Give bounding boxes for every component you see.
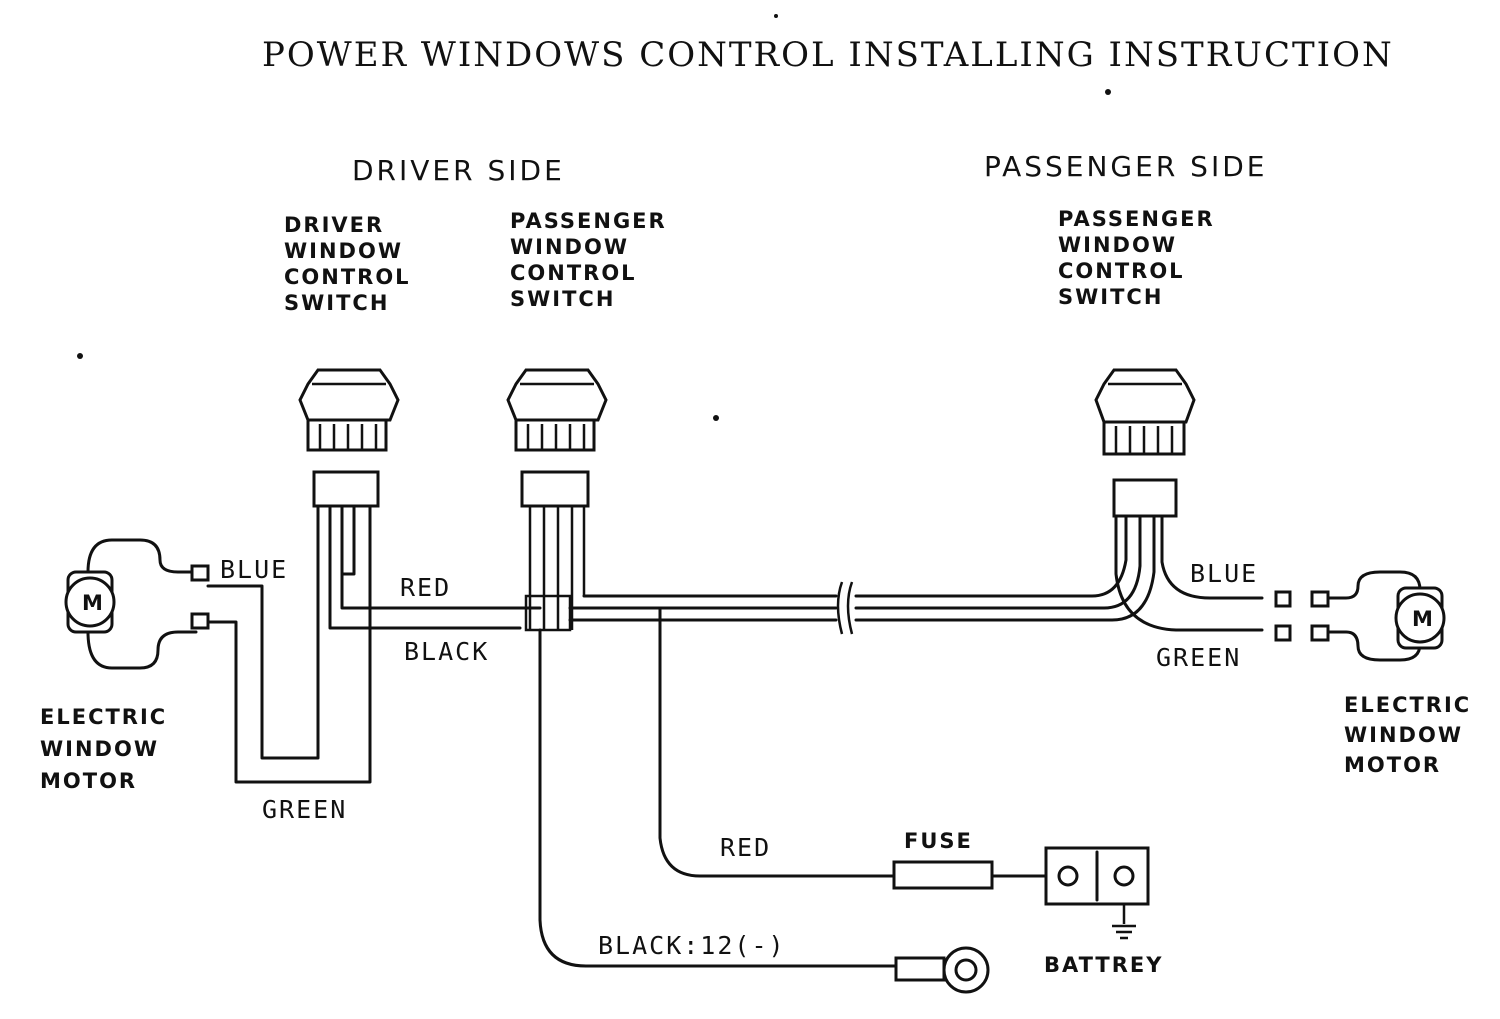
label-line: WINDOW (40, 737, 159, 761)
right-window-motor: M (1274, 570, 1446, 662)
motor-symbol: M (82, 591, 105, 615)
label-line: ELECTRIC (40, 705, 167, 729)
blue-wire-left (206, 504, 320, 760)
green-wire-left (206, 504, 372, 784)
label-line: WINDOW (1344, 723, 1463, 747)
passenger-window-switch-passenger-side (1094, 368, 1196, 456)
label-line: SWITCH (284, 291, 389, 315)
harness-plug (1274, 590, 1292, 608)
passenger-side-heading: PASSENGER SIDE (984, 150, 1267, 183)
label-line: ELECTRIC (1344, 693, 1471, 717)
label-line: CONTROL (284, 265, 411, 289)
battery-label: BATTREY (1044, 953, 1163, 977)
wire-label-green-right: GREEN (1156, 643, 1241, 672)
label-line: WINDOW (284, 239, 403, 263)
rocker-cap (1094, 368, 1196, 424)
passenger-window-switch-label-passenger-side: PASSENGER WINDOW CONTROL SWITCH (1058, 207, 1215, 309)
scan-speck (713, 415, 719, 421)
driver-harness-wire (340, 504, 356, 576)
harness-junction (524, 594, 572, 632)
label-line: PASSENGER (510, 209, 667, 233)
label-line: PASSENGER (1058, 207, 1215, 231)
cross-harness-wire (854, 514, 1142, 610)
label-line: WINDOW (510, 235, 629, 259)
motor-circle (64, 576, 116, 628)
driver-harness-wire (340, 504, 542, 610)
rocker-cap (298, 368, 400, 422)
ring-terminal-crimp (894, 956, 946, 982)
wire-label-black-main: BLACK (404, 637, 489, 666)
driver-harness-wire (328, 504, 522, 630)
blue-wire-right (1160, 514, 1264, 600)
label-line: WINDOW (1058, 233, 1177, 257)
label-line: MOTOR (1344, 753, 1441, 777)
motor-terminal (190, 564, 210, 582)
motor-terminal (1310, 590, 1330, 608)
wire-label-red-fuse: RED (720, 833, 771, 862)
label-line: DRIVER (284, 213, 384, 237)
driver-window-switch (298, 368, 400, 452)
label-line: CONTROL (1058, 259, 1185, 283)
scan-speck (774, 14, 778, 18)
battery-negative-terminal (1113, 865, 1135, 887)
driver-switch-connector (312, 470, 380, 508)
left-motor-label: ELECTRIC WINDOW MOTOR (40, 705, 167, 793)
motor-circle (1394, 592, 1446, 644)
rocker-cap (506, 368, 608, 422)
wire-label-black-ground: BLACK:12(-) (598, 931, 786, 960)
label-line: CONTROL (510, 261, 637, 285)
switch-terminals (1114, 426, 1174, 454)
passenger-window-switch-label-driver-side: PASSENGER WINDOW CONTROL SWITCH (510, 209, 667, 311)
passenger-window-switch-driver-side (506, 368, 608, 452)
motor-symbol: M (1412, 607, 1435, 631)
motor-lead (86, 630, 198, 670)
battery (1044, 846, 1150, 940)
switch-terminals (526, 424, 586, 450)
right-motor-label: ELECTRIC WINDOW MOTOR (1344, 693, 1471, 777)
wire-label-green-left: GREEN (262, 795, 347, 824)
passenger-harness-wires (528, 506, 586, 630)
switch-terminals (318, 424, 378, 450)
label-line: SWITCH (1058, 285, 1163, 309)
motor-terminal (1310, 624, 1330, 642)
scan-speck (1105, 89, 1111, 95)
wire-label-red-main: RED (400, 573, 451, 602)
wire-label-blue-left: BLUE (220, 555, 288, 584)
driver-window-switch-label: DRIVER WINDOW CONTROL SWITCH (284, 213, 411, 315)
scan-speck (77, 353, 83, 359)
fuse (892, 860, 994, 890)
ground-icon (1112, 904, 1136, 940)
motor-terminal (190, 612, 210, 630)
black-ground-wire (538, 628, 898, 968)
driver-side-heading: DRIVER SIDE (352, 154, 565, 187)
battery-positive-terminal (1057, 865, 1079, 887)
label-line: MOTOR (40, 769, 137, 793)
ring-terminal-hole (954, 958, 978, 982)
page-title: POWER WINDOWS CONTROL INSTALLING INSTRUC… (262, 35, 1394, 75)
passenger-switch-connector-driver-side (520, 470, 590, 508)
cross-harness-wire (854, 514, 1156, 622)
red-wire-to-fuse (658, 606, 896, 878)
motor-lead (86, 538, 198, 574)
harness-plug (1274, 624, 1292, 642)
motor-lead (1326, 630, 1422, 662)
green-wire-right (1114, 514, 1264, 632)
wire-label-blue-right: BLUE (1190, 559, 1258, 588)
passenger-switch-connector-passenger-side (1112, 478, 1178, 518)
harness-break-mark (836, 581, 854, 635)
left-window-motor: M (64, 538, 210, 670)
motor-lead (1326, 570, 1422, 600)
cross-harness-wire (854, 514, 1128, 598)
fuse-label: FUSE (904, 829, 973, 853)
label-line: SWITCH (510, 287, 615, 311)
